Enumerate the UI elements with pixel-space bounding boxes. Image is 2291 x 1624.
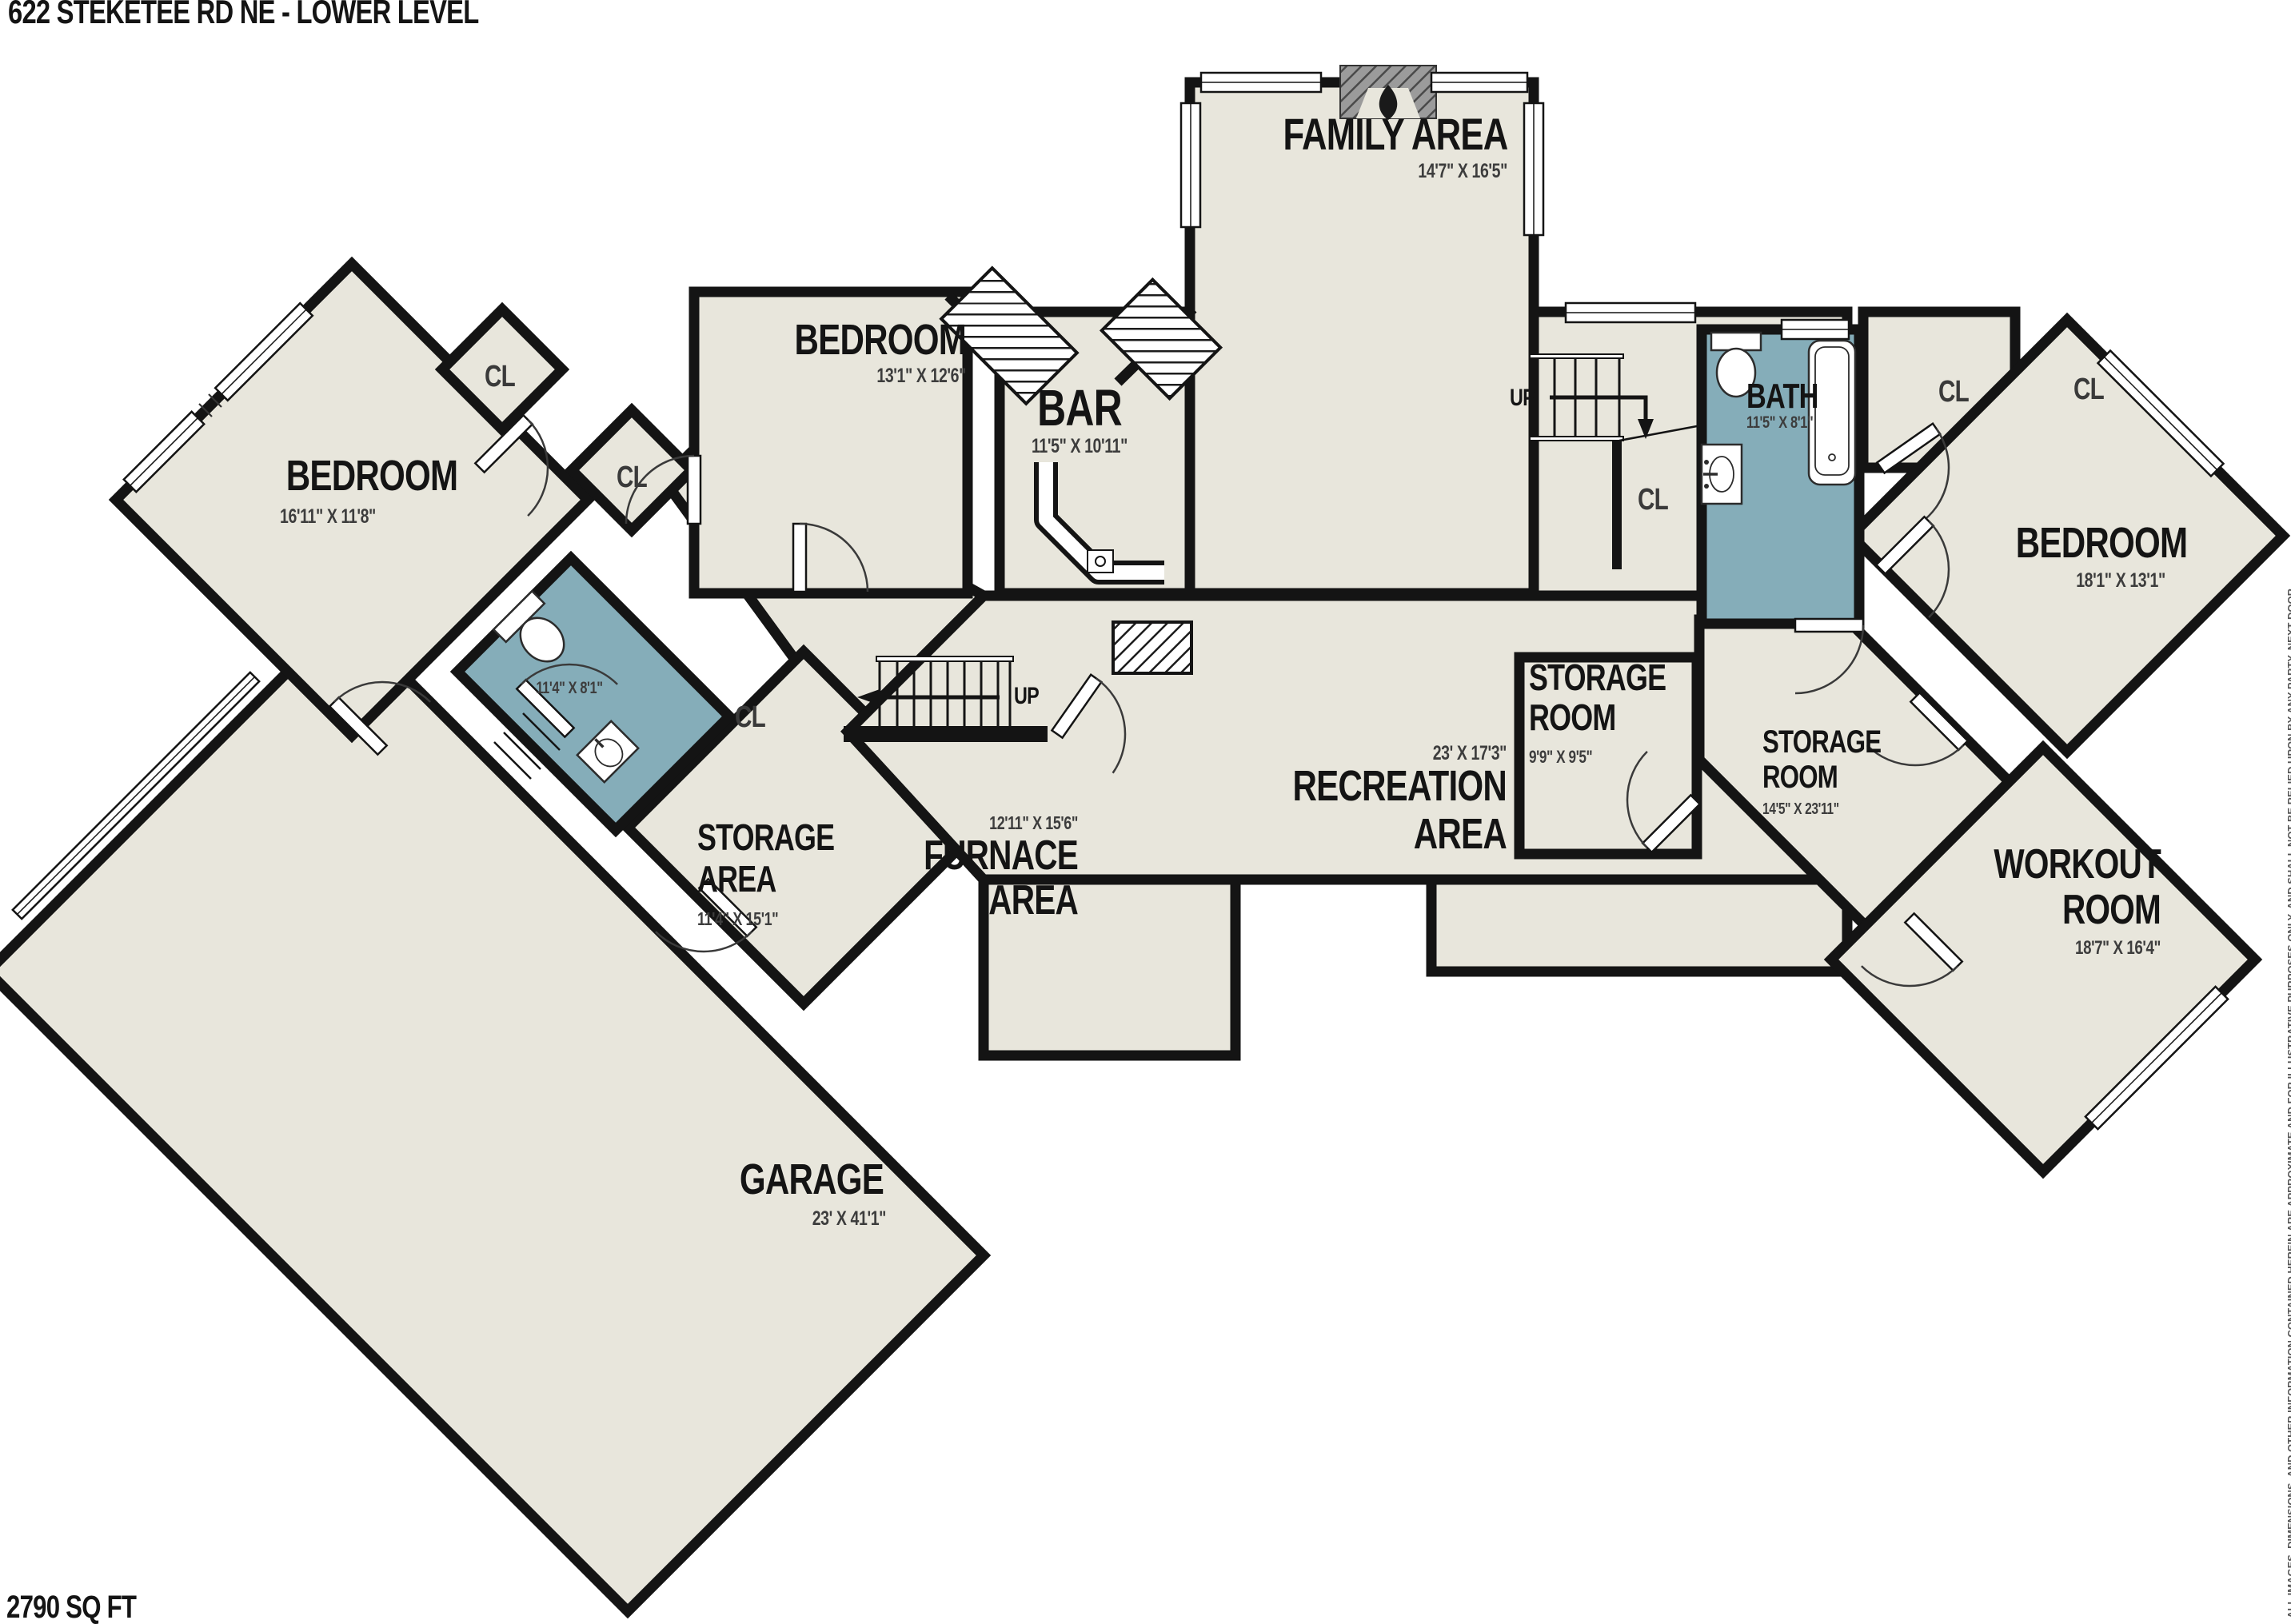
room-garage <box>0 608 992 1619</box>
room-furnace-area <box>978 874 1241 1061</box>
window <box>2084 985 2229 1131</box>
fixtures <box>492 331 1857 784</box>
room-label-bedroom-top: BEDROOM <box>794 316 967 364</box>
door <box>792 522 869 593</box>
room-label-bedroom-right: BEDROOM <box>2015 519 2188 567</box>
room-label-storage-room-center-2: ROOM <box>1529 696 1616 738</box>
sink-icon <box>1700 443 1743 505</box>
room-dims-bath-right: 11'5" X 8'1" <box>1746 413 1814 432</box>
up-arrow-middle <box>857 689 880 705</box>
doors <box>328 413 1970 988</box>
room-label-family-area: FAMILY AREA <box>1283 109 1508 159</box>
door <box>625 454 702 525</box>
bar-counter-icon <box>1034 462 1164 585</box>
hatched-chases <box>939 265 1223 675</box>
door <box>1626 751 1702 854</box>
door <box>1861 912 1964 988</box>
room-dims-workout-room: 18'7" X 16'4" <box>2075 937 2161 959</box>
room-label-storage-room-right-1: STORAGE <box>1762 724 1882 760</box>
window <box>1199 71 1323 94</box>
closet-label: CL <box>735 700 766 734</box>
room-dims-family-area: 14'7" X 16'5" <box>1418 160 1507 182</box>
closet-label: CL <box>2073 373 2105 406</box>
disclaimer-text: ALL IMAGES, DIMENSIONS, AND OTHER INFORM… <box>2285 588 2291 1618</box>
toilet-icon <box>1710 331 1762 398</box>
door <box>1874 515 1950 618</box>
room-dims-storage-area-left: 11'4" X 15'1" <box>697 908 779 929</box>
window <box>11 671 261 920</box>
stairs-top-right <box>1529 353 1698 442</box>
room-label-storage-room-right-2: ROOM <box>1762 760 1838 795</box>
page-title: 622 STEKETEE RD NE - LOWER LEVEL <box>8 0 479 30</box>
room-dims-bedroom-right: 18'1" X 13'1" <box>2076 569 2165 592</box>
room-dims-furnace-area: 12'11" X 15'6" <box>989 812 1078 833</box>
windows <box>11 71 2229 1131</box>
door <box>1794 617 1865 695</box>
window <box>1564 301 1697 324</box>
room-label-workout-room-2: ROOM <box>2062 887 2161 933</box>
hall-right-band <box>1426 874 1853 977</box>
room-label-furnace-area-2: AREA <box>988 877 1079 924</box>
room-bedroom-top <box>688 286 973 599</box>
door <box>1875 421 1950 525</box>
up-label-top-right-stairs: UP <box>1510 385 1535 411</box>
up-arrow-top-right <box>1638 419 1654 439</box>
room-dims-bedroom-left: 16'11" X 11'8" <box>280 505 376 528</box>
room-label-bedroom-left: BEDROOM <box>285 452 458 500</box>
door <box>1050 673 1127 774</box>
up-label-middle-stairs: UP <box>1014 683 1040 709</box>
closet-label: CL <box>1938 375 1970 409</box>
room-dims-bedroom-top: 13'1" X 12'6" <box>876 365 966 387</box>
window <box>1430 71 1529 94</box>
room-dims-bath-left: 11'4" X 8'1" <box>536 679 603 697</box>
room-dims-garage: 23' X 41'1" <box>812 1207 887 1230</box>
window <box>1523 102 1545 237</box>
door <box>473 413 549 517</box>
room-label-recreation-area-1: RECREATION <box>1292 762 1507 810</box>
sqft-label: 2790 SQ FT <box>6 1590 137 1624</box>
door <box>1866 691 1970 767</box>
room-label-workout-room-1: WORKOUT <box>1994 841 2161 888</box>
room-label-recreation-area-2: AREA <box>1413 810 1507 858</box>
room-family-area <box>1184 77 1539 599</box>
sink-icon <box>576 720 640 784</box>
room-label-storage-area-left-1: STORAGE <box>697 816 835 858</box>
stairs-left-small <box>493 712 561 780</box>
room-label-bath-right: BATH <box>1746 377 1818 416</box>
window <box>2096 349 2225 478</box>
closet-left-2 <box>564 402 700 538</box>
closet-left-1 <box>434 301 570 437</box>
window <box>122 410 206 493</box>
closet-label: CL <box>485 360 516 393</box>
door <box>328 680 431 756</box>
room-dims-storage-room-right: 14'5" X 23'11" <box>1762 800 1839 818</box>
room-label-garage: GARAGE <box>739 1155 884 1203</box>
room-dims-recreation-area: 23' X 17'3" <box>1432 742 1507 764</box>
stairs-middle <box>857 656 1014 736</box>
window <box>1780 318 1850 341</box>
closet-label: CL <box>1638 483 1669 517</box>
room-label-bar: BAR <box>1037 379 1123 437</box>
room-dims-bar: 11'5" X 10'11" <box>1032 435 1128 457</box>
room-label-storage-room-center-1: STORAGE <box>1529 656 1666 698</box>
window <box>214 301 314 402</box>
door <box>515 663 618 739</box>
fireplace-icon <box>1339 65 1437 120</box>
room-dims-storage-room-center: 9'9" X 9'5" <box>1529 747 1593 767</box>
toilet-icon <box>492 589 565 663</box>
room-label-furnace-area-1: FURNACE <box>924 832 1079 879</box>
closet-label: CL <box>617 461 648 494</box>
door <box>655 877 758 953</box>
bathtub-icon <box>1807 339 1857 486</box>
room-label-storage-area-left-2: AREA <box>697 858 776 900</box>
window <box>1179 102 1202 229</box>
